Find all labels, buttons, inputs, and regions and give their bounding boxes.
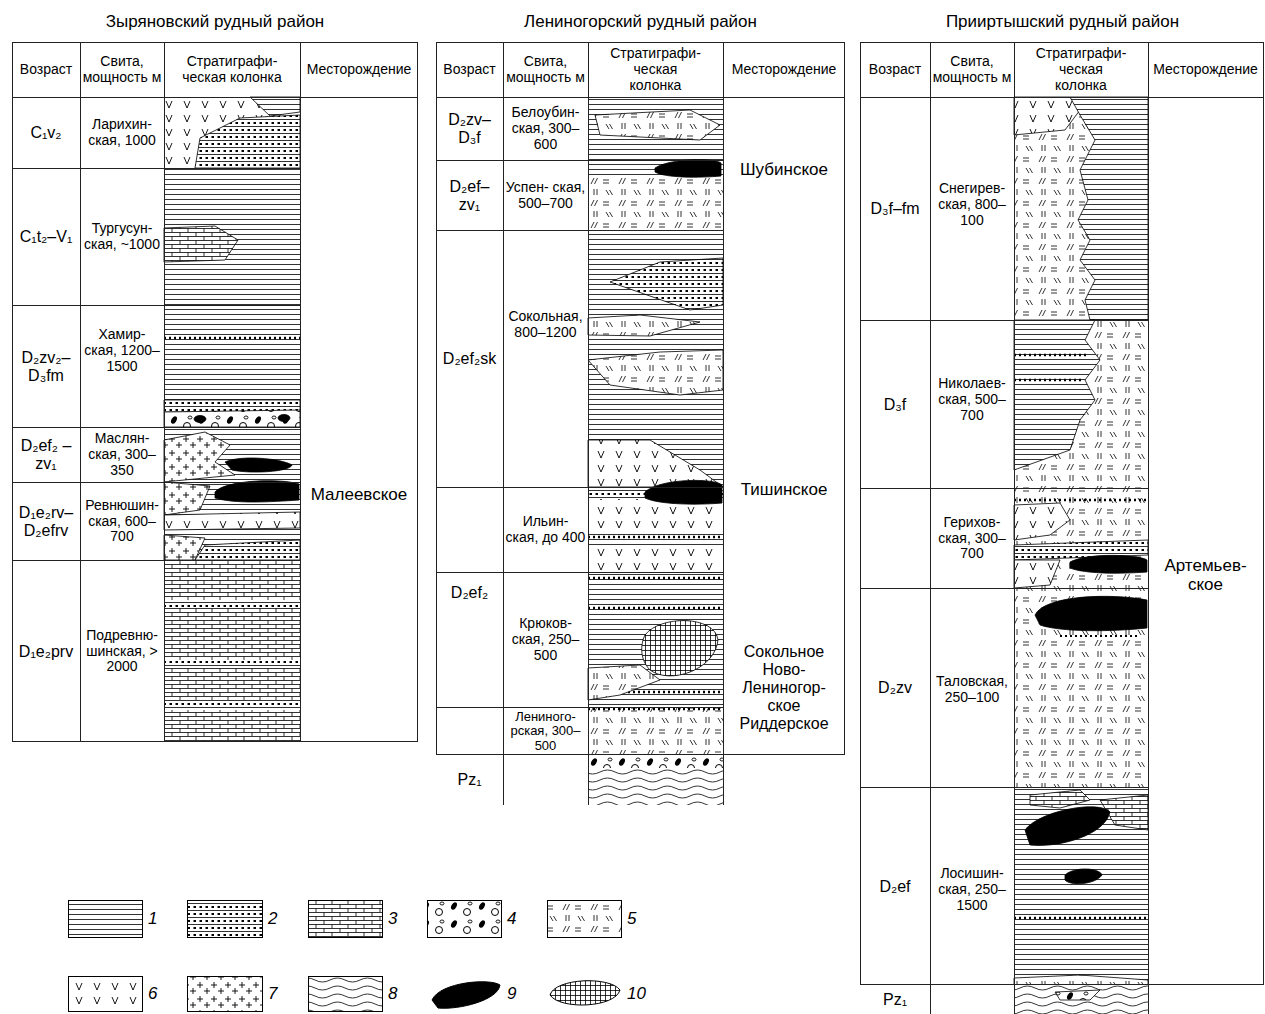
legend-number: 3 xyxy=(388,905,412,933)
suite-cell: Ларихин- ская, 1000 xyxy=(80,98,164,168)
suite-cell: Лосишин- ская, 250–1500 xyxy=(930,840,1014,940)
deposit-name: Малеевское xyxy=(300,470,418,520)
section-title: Зыряновский рудный район xyxy=(12,6,418,38)
age-cell: C₁v₂ xyxy=(12,98,80,168)
table-header: Месторождение xyxy=(300,43,418,97)
age-cell: D₂zv₂– D₃fm xyxy=(12,306,80,427)
suite-cell: Ревнюшин- ская, 600–700 xyxy=(80,483,164,560)
legend-number: 2 xyxy=(268,905,292,933)
deposit-name: Тишинское xyxy=(723,470,845,510)
suite-cell: Лениного- рская, 300–500 xyxy=(503,708,588,755)
suite-cell: Герихов- ская, 300–700 xyxy=(930,489,1014,588)
age-cell: D₁e₂rv– D₂efrv xyxy=(12,483,80,560)
table-header: Возраст xyxy=(436,43,503,97)
age-cell: C₁t₂–V₁ xyxy=(12,169,80,305)
table-header: Стратиграфи- ческая колонка xyxy=(1014,43,1148,97)
section-title: Лениногорский рудный район xyxy=(436,6,845,38)
suite-cell: Тургусун- ская, ~1000 xyxy=(80,169,164,305)
age-cell: D₂zv xyxy=(860,589,930,787)
suite-cell: Белоубин- ская, 300–600 xyxy=(503,98,588,160)
table-header: Стратиграфи- ческая колонка xyxy=(588,43,723,97)
age-cell: D₃f xyxy=(860,321,930,488)
table-header: Возраст xyxy=(12,43,80,97)
age-cell: D₁e₂prv xyxy=(12,561,80,742)
table-header: Месторождение xyxy=(1148,43,1263,97)
table-header: Месторождение xyxy=(723,43,845,97)
suite-cell: Успен- ская, 500–700 xyxy=(503,161,588,230)
deposit-name: Артемьев- ское xyxy=(1148,545,1263,605)
suite-cell: Таловская, 250–100 xyxy=(930,640,1014,740)
age-cell: Pz₁ xyxy=(860,987,930,1013)
deposit-name: Сокольное Ново- Лениногор- ское Риддерск… xyxy=(723,628,845,748)
legend-number: 6 xyxy=(148,980,172,1008)
suite-cell: Подревню- шинская, > 2000 xyxy=(80,561,164,742)
age-cell: D₂ef₂ – zv₁ xyxy=(12,428,80,482)
legend-number: 10 xyxy=(627,980,657,1008)
table-header: Стратиграфи- ческая колонка xyxy=(164,43,300,97)
suite-cell: Ильин- ская, до 400 xyxy=(503,488,588,572)
legend-number: 7 xyxy=(268,980,292,1008)
table-header: Свита, мощность м xyxy=(503,43,588,97)
deposit-name: Шубинское xyxy=(723,150,845,190)
table-header: Свита, мощность м xyxy=(80,43,164,97)
age-cell: D₂zv– D₃f xyxy=(436,98,503,160)
suite-cell: Снегирев- ская, 800–100 xyxy=(930,150,1014,260)
legend-number: 9 xyxy=(507,980,531,1008)
legend-number: 4 xyxy=(507,905,531,933)
legend-number: 5 xyxy=(627,905,651,933)
suite-cell: Сокольная, 800–1200 xyxy=(503,280,588,370)
section-title: Прииртышский рудный район xyxy=(860,6,1265,38)
age-cell: D₂ef– zv₁ xyxy=(436,161,503,230)
suite-cell: Маслян- ская, 300–350 xyxy=(80,428,164,482)
legend-number: 1 xyxy=(148,905,172,933)
suite-cell: Крюков- ская, 250–500 xyxy=(503,573,588,707)
table-header: Свита, мощность м xyxy=(930,43,1014,97)
suite-cell: Николаев- ская, 500–700 xyxy=(930,360,1014,440)
legend-number: 8 xyxy=(388,980,412,1008)
suite-cell: Хамир- ская, 1200–1500 xyxy=(80,306,164,396)
table-header: Возраст xyxy=(860,43,930,97)
age-cell: D₃f–fm xyxy=(860,98,930,320)
age-cell: D₂ef₂ xyxy=(436,573,503,613)
age-cell: D₂ef₂sk xyxy=(436,231,503,487)
age-cell: Pz₁ xyxy=(436,760,503,800)
age-cell: D₂ef xyxy=(860,788,930,985)
